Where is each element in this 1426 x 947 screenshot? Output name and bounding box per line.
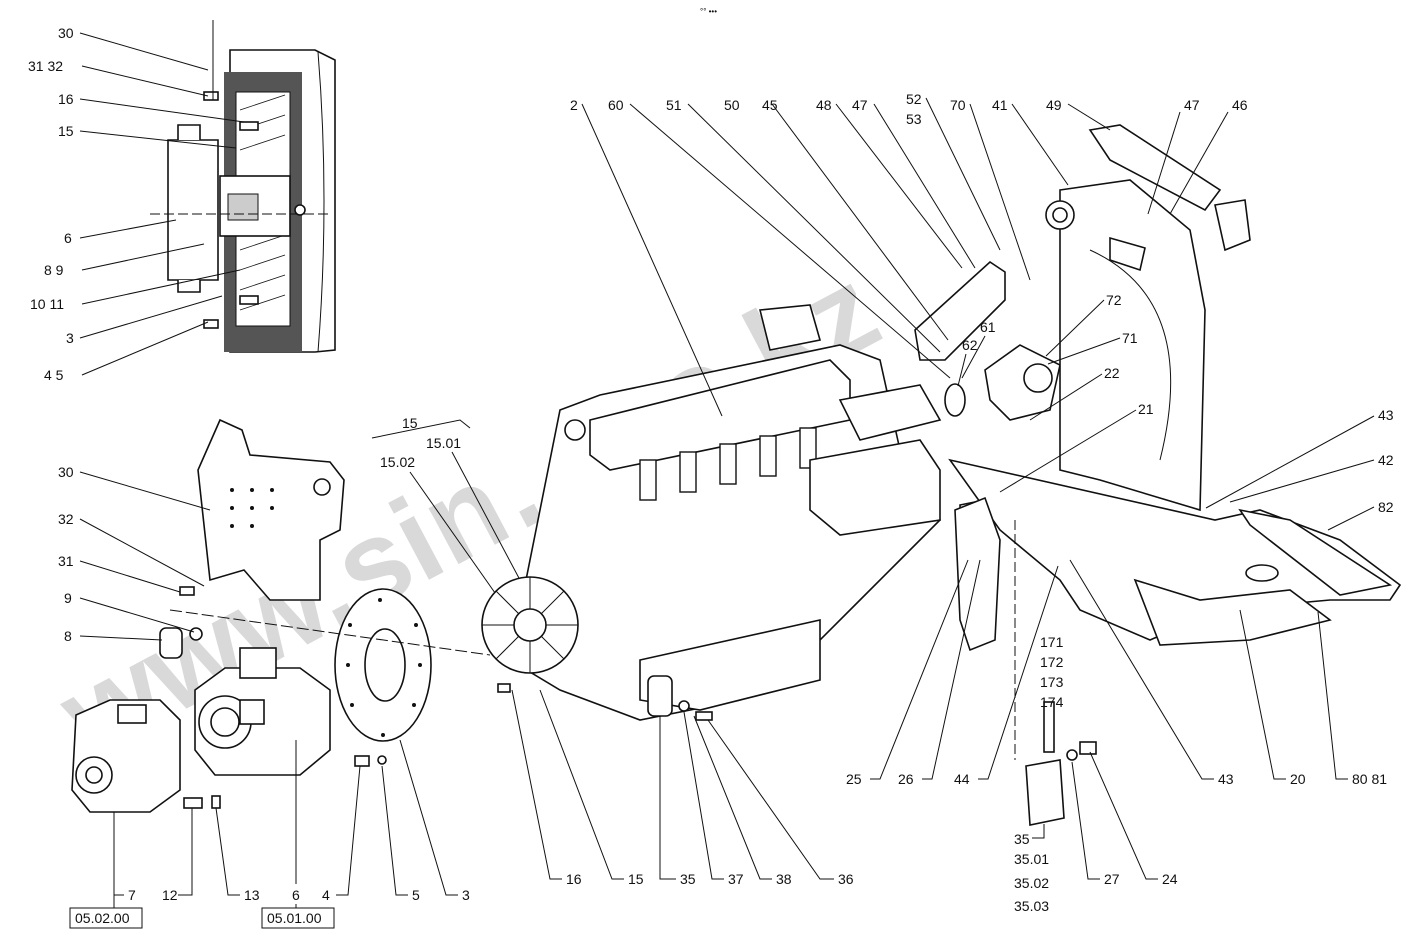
- engine-block: [481, 304, 942, 721]
- coupling-section-detail: [150, 20, 336, 353]
- callout-37: 37: [728, 871, 744, 887]
- callout-16b: 16: [566, 871, 582, 887]
- labels-right-middle: 72 71 61 62 22 21 43 42 82: [957, 292, 1394, 531]
- callout-5b: 5: [412, 887, 420, 903]
- pump-assembly-rear: [71, 699, 181, 813]
- callout-47: 47: [852, 97, 868, 113]
- callout-46: 46: [1232, 97, 1248, 113]
- callout-35c: 35: [1014, 831, 1030, 847]
- callout-47b: 47: [1184, 97, 1200, 113]
- callout-24: 24: [1162, 871, 1178, 887]
- callout-70: 70: [950, 97, 966, 113]
- callout-26: 26: [898, 771, 914, 787]
- callout-21: 21: [1138, 401, 1154, 417]
- callout-31b: 31: [58, 553, 74, 569]
- callout-82: 82: [1378, 499, 1394, 515]
- group-15-header: 15 15.01 15.02: [371, 415, 521, 601]
- callout-48: 48: [816, 97, 832, 113]
- callout-45: 45: [762, 97, 778, 113]
- callout-50: 50: [724, 97, 740, 113]
- callout-72: 72: [1106, 292, 1122, 308]
- callout-7: 7: [128, 887, 136, 903]
- callout-15-02: 15.02: [380, 454, 415, 470]
- callout-6: 6: [64, 230, 72, 246]
- pump-bracket: [197, 418, 345, 601]
- adapter-plate: [334, 588, 432, 767]
- callout-49: 49: [1046, 97, 1062, 113]
- labels-left-middle: 30 32 31 9 8: [58, 464, 211, 644]
- hose-bracket: [914, 260, 1061, 501]
- callout-43b: 43: [1218, 771, 1234, 787]
- callout-61: 61: [980, 319, 996, 335]
- callout-53: 53: [906, 111, 922, 127]
- callout-9b: 9: [64, 590, 72, 606]
- callout-4-5: 4 5: [44, 367, 64, 383]
- callout-172: 172: [1040, 654, 1064, 670]
- callout-42: 42: [1378, 452, 1394, 468]
- callout-8-9: 8 9: [44, 262, 64, 278]
- callout-51: 51: [666, 97, 682, 113]
- callout-3: 3: [66, 330, 74, 346]
- fan-shroud: [1045, 124, 1251, 512]
- small-bolts-left: [159, 586, 221, 809]
- labels-171-174: 171 172 173 174: [1040, 634, 1064, 710]
- callout-35b: 35: [680, 871, 696, 887]
- callout-35-02: 35.02: [1014, 875, 1049, 891]
- callout-22: 22: [1104, 365, 1120, 381]
- callout-10-11: 10 11: [30, 296, 64, 312]
- labels-top: 2 60 51 50 45 48 47 52 53 70 41 49 47 46: [570, 91, 1248, 417]
- callout-2: 2: [570, 97, 578, 113]
- side-bracket: [954, 496, 1001, 652]
- callout-31-32: 31 32: [28, 58, 63, 74]
- callout-30b: 30: [58, 464, 74, 480]
- ref-05-01-00: 05.01.00: [267, 910, 322, 926]
- mount-assembly: [1025, 701, 1097, 826]
- callout-41: 41: [992, 97, 1008, 113]
- callout-171: 171: [1040, 634, 1064, 650]
- callout-52: 52: [906, 91, 922, 107]
- ref-05-02-00: 05.02.00: [75, 910, 130, 926]
- callout-12: 12: [162, 887, 178, 903]
- callout-60: 60: [608, 97, 624, 113]
- engine-mount: [647, 675, 673, 717]
- ref-box-05-01-00: [261, 907, 335, 929]
- callout-174: 174: [1040, 694, 1064, 710]
- callout-80-81: 80 81: [1352, 771, 1387, 787]
- callout-35-01: 35.01: [1014, 851, 1049, 867]
- labels-left-top: 30 31 32 16 15 6 8 9 10 11 3 4 5: [28, 25, 245, 383]
- callout-15-group: 15: [402, 415, 418, 431]
- callout-15: 15: [58, 123, 74, 139]
- callout-15b: 15: [628, 871, 644, 887]
- callout-27: 27: [1104, 871, 1120, 887]
- labels-bottom: 7 12 13 6 4 5 3 16 15 35 37 38 36 25 26 …: [113, 559, 1387, 914]
- callout-35-03: 35.03: [1014, 898, 1049, 914]
- callout-38: 38: [776, 871, 792, 887]
- callout-6b: 6: [292, 887, 300, 903]
- callout-8b: 8: [64, 628, 72, 644]
- callout-173: 173: [1040, 674, 1064, 690]
- callout-62: 62: [962, 337, 978, 353]
- callout-3b: 3: [462, 887, 470, 903]
- callout-30: 30: [58, 25, 74, 41]
- ref-box-05-02-00: [69, 907, 143, 929]
- callout-13: 13: [244, 887, 260, 903]
- reference-boxes: 05.02.00 05.01.00: [69, 895, 335, 929]
- top-mark: °° •••: [700, 7, 717, 16]
- callout-43a: 43: [1378, 407, 1394, 423]
- callout-71: 71: [1122, 330, 1138, 346]
- callout-36: 36: [838, 871, 854, 887]
- callout-44: 44: [954, 771, 970, 787]
- callout-16: 16: [58, 91, 74, 107]
- callout-25: 25: [846, 771, 862, 787]
- callout-20: 20: [1290, 771, 1306, 787]
- callout-4b: 4: [322, 887, 330, 903]
- callout-15-01: 15.01: [426, 435, 461, 451]
- callout-32b: 32: [58, 511, 74, 527]
